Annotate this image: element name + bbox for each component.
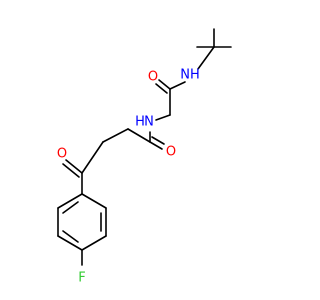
atom-n-amide2: N	[144, 115, 154, 130]
atom-o-amide1: O	[148, 70, 158, 85]
atom-labels: NH O N H O O F	[57, 68, 200, 286]
bonds	[57, 28, 232, 266]
bond-nh-to-carbonyl1	[169, 81, 186, 90]
bond-ketone-o-b	[62, 163, 80, 178]
atom-o-amide2: O	[166, 145, 176, 160]
bond-carbonyl2-to-ch2	[127, 128, 151, 143]
bond-ch2-to-n	[155, 114, 171, 121]
bond-tbu-to-nh	[197, 46, 215, 70]
bond-carbonyl1-o-a	[158, 79, 171, 90]
atom-h-amide2: H	[135, 115, 145, 130]
atom-nh-amide1: NH	[180, 68, 200, 83]
atom-o-ketone: O	[57, 147, 67, 162]
bond-ring-1	[81, 193, 107, 209]
bond-ring-6	[57, 193, 83, 209]
bond-ring-3	[81, 235, 107, 251]
bond-carbonyl2-o-a	[149, 141, 163, 150]
bond-carbonyl1-o-b	[155, 83, 168, 94]
atom-f-aryl: F	[78, 271, 85, 286]
bond-ring-inner-2	[62, 230, 79, 243]
bond-ring-4	[57, 235, 83, 251]
bond-ring-inner-3	[62, 201, 79, 214]
bond-ch2-ch2	[102, 128, 129, 143]
molecule-structure: NH O N H O O F	[57, 28, 232, 286]
bond-ch2-to-ketone-c	[81, 141, 104, 174]
bond-carbonyl2-o-b	[151, 136, 165, 145]
bond-ketone-o-a	[65, 159, 83, 174]
